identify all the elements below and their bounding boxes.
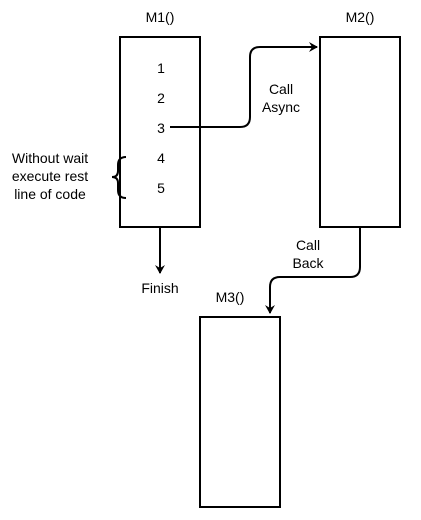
call-back-label-line1: Call bbox=[296, 237, 320, 253]
m1-line-3: 3 bbox=[157, 120, 165, 136]
finish-label: Finish bbox=[141, 280, 178, 296]
call-back-label-line2: Back bbox=[292, 255, 324, 271]
m1-line-4: 4 bbox=[157, 150, 165, 166]
call-async-label-line2: Async bbox=[262, 99, 300, 115]
call-async-arrow bbox=[170, 42, 318, 128]
m1-line-5: 5 bbox=[157, 180, 165, 196]
m3-title: M3() bbox=[216, 289, 245, 305]
m1-line-2: 2 bbox=[157, 90, 165, 106]
note-line-2: execute rest bbox=[12, 168, 88, 184]
note-line-1: Without wait bbox=[12, 150, 88, 166]
m1-line-1: 1 bbox=[157, 60, 165, 76]
note-line-3: line of code bbox=[14, 186, 86, 202]
call-back-arrow bbox=[265, 227, 361, 314]
call-async-label-line1: Call bbox=[269, 81, 293, 97]
m3-box bbox=[199, 316, 281, 508]
m2-box bbox=[319, 36, 401, 228]
m1-box bbox=[119, 36, 201, 228]
m1-title: M1() bbox=[146, 9, 175, 25]
curly-brace bbox=[111, 156, 127, 199]
m2-title: M2() bbox=[346, 9, 375, 25]
